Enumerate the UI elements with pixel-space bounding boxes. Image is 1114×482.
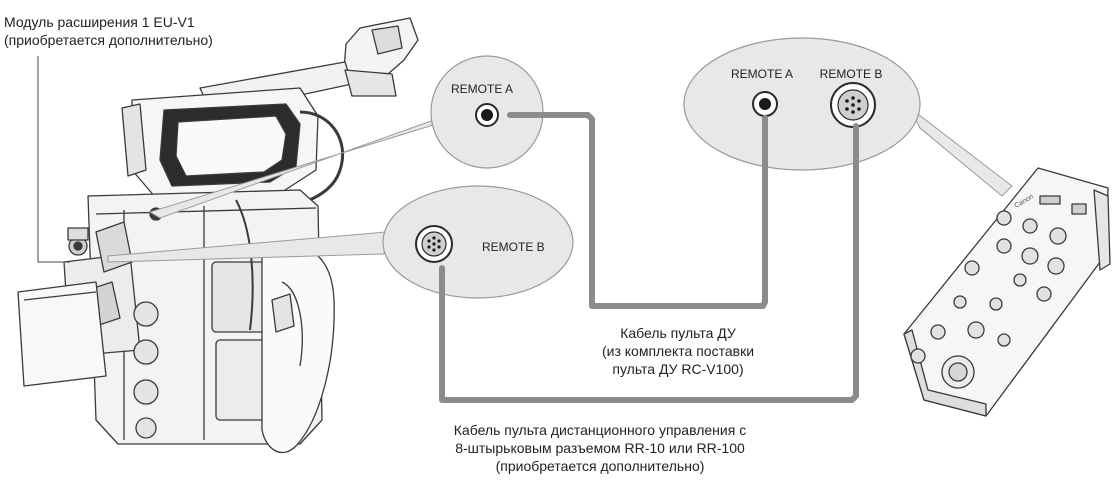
bubble-remote-b xyxy=(107,185,574,299)
expansion-unit-caption-line1: Модуль расширения 1 EU-V1 xyxy=(4,14,195,30)
rr-cable-caption-line3: (приобретается дополнительно) xyxy=(495,458,705,474)
remote-b-label-controller: REMOTE B xyxy=(820,67,883,81)
remote-b-label-camera: REMOTE B xyxy=(482,240,545,254)
rc-cable-caption-line2: (из комплекта поставки xyxy=(601,343,755,359)
rr-cable-caption-line2: 8-штырьковым разъемом RR-10 или RR-100 xyxy=(455,440,745,456)
expansion-unit-caption-line2: (приобретается дополнительно) xyxy=(4,32,213,48)
remote-a-label-camera: REMOTE A xyxy=(451,82,513,96)
bubble-remote-controller xyxy=(683,37,1013,197)
rc-cable-caption-line3: пульта ДУ RC-V100) xyxy=(612,361,744,377)
rc-cable-caption-line1: Кабель пульта ДУ xyxy=(620,325,736,341)
remote-controller-illustration: Canon xyxy=(903,167,1111,417)
rr-cable-caption-line1: Кабель пульта дистанционного управления … xyxy=(453,422,747,438)
remote-a-label-controller: REMOTE A xyxy=(731,67,793,81)
rc-cable xyxy=(507,112,768,309)
rr-cable xyxy=(439,123,859,403)
expansion-unit-leader xyxy=(37,56,70,263)
bubble-remote-a xyxy=(148,55,544,219)
